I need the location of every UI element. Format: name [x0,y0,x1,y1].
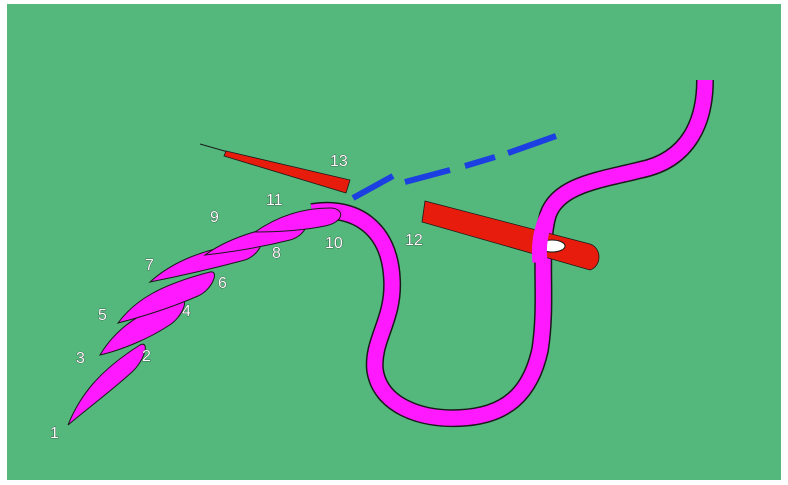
rope-stitches [67,207,342,426]
label-10: 10 [325,235,343,252]
dash-segment-3 [464,154,496,169]
needle-back-thread [199,143,229,153]
label-12: 12 [405,232,423,249]
label-1: 1 [50,425,59,442]
dash-segment-2 [404,167,451,185]
dash-stitches [351,133,558,201]
point-labels: 1 2 3 4 5 6 7 8 9 10 11 12 13 [50,153,423,443]
diagram-panel: 1 2 3 4 5 6 7 8 9 10 11 12 13 [7,4,781,480]
needle-front-icon [421,200,600,271]
label-11: 11 [266,192,283,209]
label-5: 5 [98,307,107,324]
dash-segment-1 [351,173,395,201]
rope-segment-2 [98,299,185,356]
needle-back [199,143,351,194]
thread-through-eye [531,211,555,263]
label-4: 4 [182,303,191,320]
label-7: 7 [145,257,154,274]
label-13: 13 [330,153,348,170]
label-3: 3 [76,350,85,367]
thread-tail-fill [310,79,713,426]
rope-segment-6 [253,207,342,233]
label-2: 2 [142,348,151,365]
label-6: 6 [218,275,227,292]
rope-segment-3 [116,271,215,324]
label-9: 9 [210,209,219,226]
label-8: 8 [272,245,281,262]
needle-back-icon [223,150,351,194]
stitch-diagram: 1 2 3 4 5 6 7 8 9 10 11 12 13 [7,4,781,480]
rope-segment-1 [67,343,146,426]
dash-segment-4 [506,133,558,156]
